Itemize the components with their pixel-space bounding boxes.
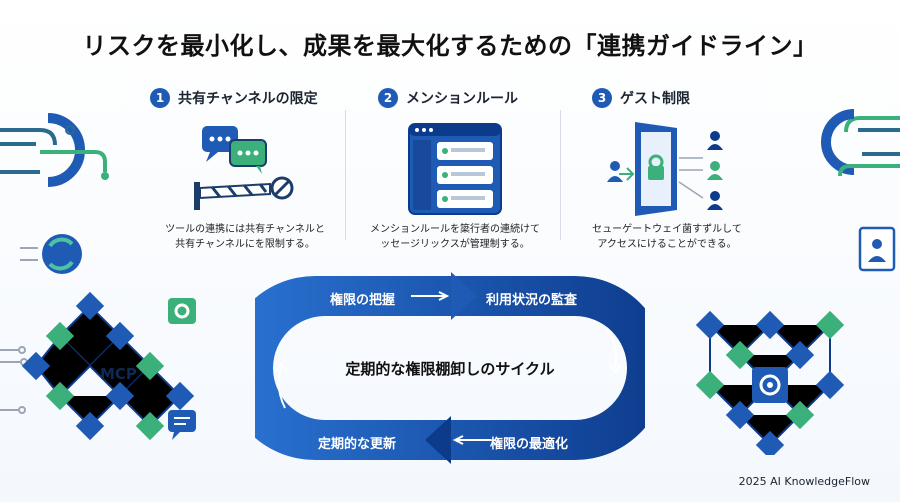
column-description: ツールの連携には共有チャンネルと 共有チャンネルにを限制する。 (165, 224, 325, 250)
cycle-loop (255, 272, 645, 464)
cycle-step-4: 定期的な更新 (318, 437, 397, 452)
mcp-network-icon (0, 291, 196, 441)
column-shared-channel: 1 共有チャンネルの限定 (150, 88, 360, 108)
message-window-icon (408, 123, 502, 215)
mcp-label: MCP (100, 365, 137, 383)
page-title: リスクを最小化し、成果を最大化するための「連携ガイドライン」 (82, 32, 818, 60)
guest-gateway-icon (607, 122, 723, 216)
column-mention-rule: 2 メンションルール (378, 88, 588, 108)
cycle-center-label: 定期的な権限棚卸しのサイクル (345, 360, 555, 378)
column-divider (560, 110, 561, 240)
cycle-step-2: 利用状況の監査 (486, 293, 578, 308)
column-divider (345, 110, 346, 240)
column-heading: メンションルール (406, 91, 518, 107)
column-heading: 共有チャンネルの限定 (178, 91, 318, 107)
right-network-icon (695, 310, 845, 455)
column-guest-limit: 3 ゲスト制限 (592, 88, 802, 108)
step-number: 2 (378, 88, 398, 108)
step-number: 3 (592, 88, 612, 108)
right-circuit-icon (821, 109, 900, 272)
cycle-step-1: 権限の把握 (330, 293, 396, 308)
left-circuit-icon (0, 113, 109, 274)
footer-credit: 2025 AI KnowledgeFlow (738, 475, 870, 488)
column-heading: ゲスト制限 (620, 91, 690, 107)
chat-barrier-icon (194, 126, 294, 210)
step-number: 1 (150, 88, 170, 108)
column-description: セューゲートウェイ菌すずルして アクセスにけることができる。 (592, 224, 742, 250)
column-description: メンションルールを簗行者の連続けて ッセージリックスが管理制する。 (370, 224, 540, 250)
cycle-step-3: 権限の最適化 (490, 437, 569, 452)
